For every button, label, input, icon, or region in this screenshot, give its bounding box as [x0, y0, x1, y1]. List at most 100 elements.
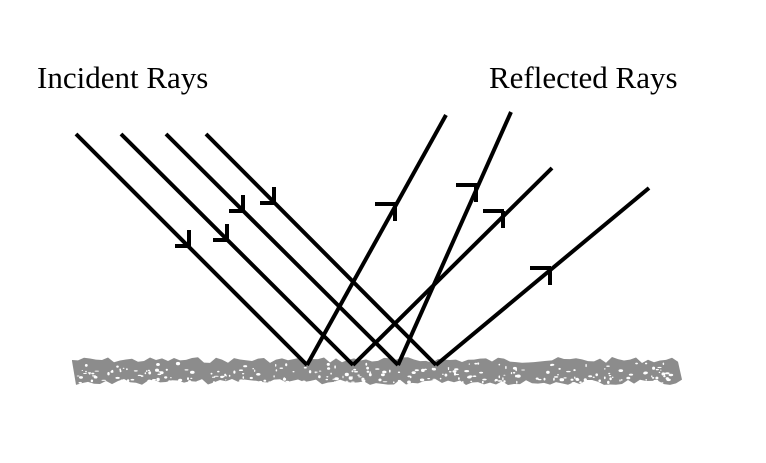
surface-speckle [344, 372, 349, 377]
surface-speckle [447, 367, 450, 369]
surface-speckle [505, 365, 507, 370]
surface-speckle [666, 378, 671, 382]
surface-speckle [256, 373, 261, 376]
surface-speckle [380, 373, 385, 377]
surface-speckle [348, 376, 353, 380]
surface-speckle [458, 377, 460, 380]
surface-speckle [559, 378, 565, 382]
surface-speckle [217, 370, 220, 373]
surface-speckle [239, 379, 244, 382]
surface-speckle [253, 382, 255, 384]
surface-speckle [657, 366, 662, 369]
surface-speckle [291, 381, 295, 384]
surface-speckle [362, 379, 366, 383]
surface-speckle [454, 373, 459, 376]
surface-speckle [210, 372, 213, 375]
surface-speckle [628, 373, 634, 376]
surface-speckle [241, 373, 245, 375]
surface-speckle [537, 378, 542, 381]
surface-speckle [224, 379, 227, 381]
surface-speckle [91, 372, 95, 375]
surface-speckle [91, 375, 97, 377]
surface-speckle [314, 371, 318, 373]
surface-speckle [502, 377, 504, 381]
surface-speckle [516, 380, 518, 384]
surface-speckle [333, 381, 336, 383]
reflected-ray-4 [434, 186, 651, 367]
surface-speckle [279, 367, 284, 369]
surface-speckle [165, 368, 168, 371]
surface-speckle [407, 375, 412, 378]
surface-speckle [196, 380, 200, 384]
incident-ray-4 [204, 132, 438, 367]
surface-speckle [178, 378, 183, 382]
reflected-rays-label: Reflected Rays [489, 60, 678, 95]
surface-speckle [369, 371, 371, 374]
surface-speckle [243, 365, 248, 368]
surface-speckle [273, 375, 275, 378]
surface-speckle [512, 371, 516, 374]
surface-speckle [660, 369, 662, 371]
surface-speckle [535, 377, 539, 380]
surface-speckle [452, 370, 457, 373]
surface-speckle [326, 362, 330, 366]
surface-speckle [147, 379, 152, 383]
surface-speckle [145, 370, 148, 372]
surface-speckle [318, 370, 322, 372]
surface-speckle [550, 363, 555, 366]
surface-speckle [308, 370, 312, 374]
surface-speckle [553, 378, 555, 381]
surface-speckle [591, 380, 593, 382]
surface-speckle [155, 368, 159, 372]
surface-speckle [393, 381, 395, 384]
surface-speckle [170, 377, 172, 379]
reflected-ray-3 [396, 111, 513, 366]
surface-speckle [464, 370, 470, 373]
surface-speckle [382, 381, 388, 383]
surface-speckle [658, 371, 661, 374]
surface-speckle [242, 376, 245, 379]
surface-speckle [447, 368, 450, 371]
surface-speckle [110, 370, 114, 373]
surface-speckle [249, 376, 253, 380]
surface-speckle [258, 380, 263, 383]
surface-speckle [252, 368, 254, 370]
surface-speckle [368, 373, 372, 377]
surface-speckle [144, 372, 147, 375]
surface-speckle [512, 366, 517, 370]
surface-speckle [184, 369, 189, 371]
surface-speckle [444, 373, 448, 377]
surface-speckle [94, 370, 100, 372]
surface-speckle [84, 364, 88, 367]
surface-speckle [584, 380, 589, 383]
surface-speckle [90, 379, 94, 383]
surface-speckle [603, 376, 606, 380]
surface-speckle [609, 377, 612, 381]
surface-speckle [213, 375, 219, 377]
surface-speckle [620, 379, 623, 381]
surface-speckle [611, 376, 614, 378]
surface-speckle [606, 365, 610, 367]
surface-speckle [101, 379, 107, 381]
surface-speckle [81, 370, 84, 371]
surface-speckle [595, 373, 598, 377]
surface-speckle [116, 365, 119, 368]
surface-speckle [361, 377, 365, 380]
surface-speckle [661, 382, 664, 384]
surface-speckle [481, 380, 484, 384]
surface-speckle [175, 361, 181, 366]
surface-speckle [88, 372, 91, 375]
surface-speckle [351, 381, 355, 383]
surface-speckle [233, 370, 236, 374]
surface-speckle [482, 378, 487, 381]
surface-speckle [397, 371, 401, 374]
surface-speckle [325, 378, 329, 381]
surface-speckle [497, 380, 503, 382]
surface-speckle [342, 375, 344, 379]
surface-speckle [414, 369, 419, 372]
surface-speckle [268, 381, 271, 383]
surface-speckle [263, 379, 267, 382]
surface-speckle [122, 367, 125, 369]
surface-speckle [351, 370, 354, 373]
surface-speckle [608, 375, 612, 377]
